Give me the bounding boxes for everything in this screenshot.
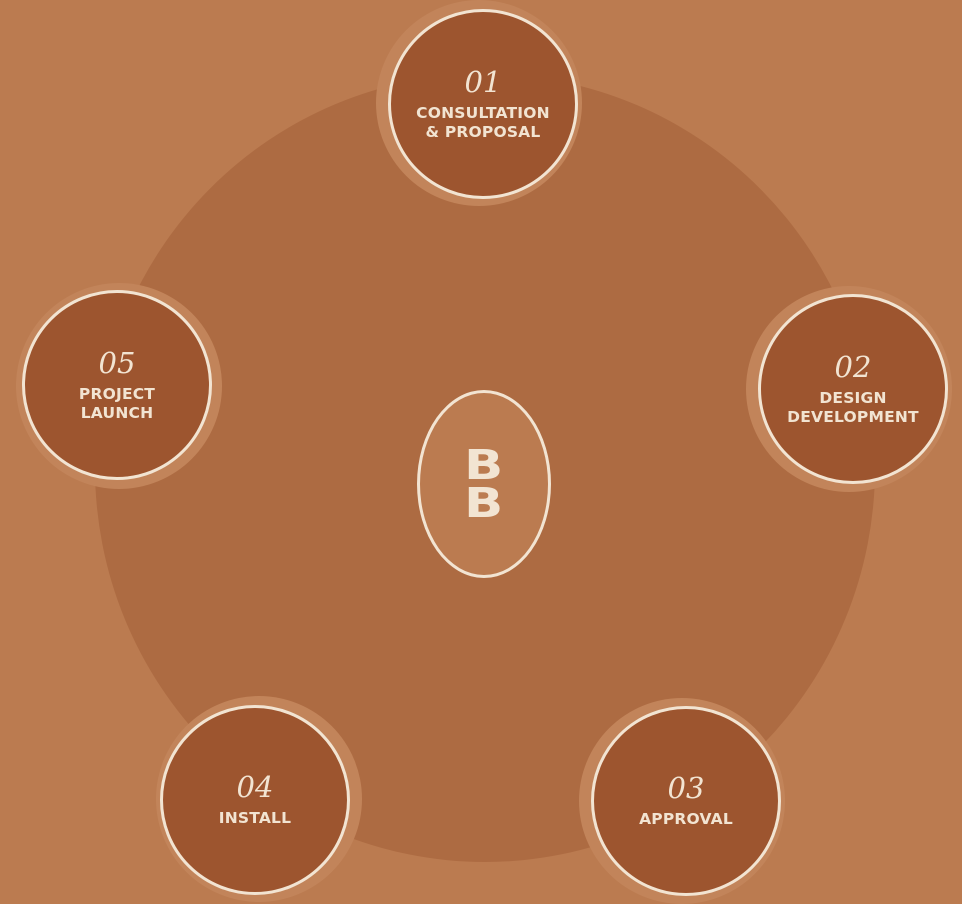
step-1-number: 01 bbox=[464, 64, 502, 99]
step-4-number: 04 bbox=[236, 770, 274, 804]
step-5-label: PROJECT LAUNCH bbox=[78, 384, 156, 422]
step-2-label: DESIGN DEVELOPMENT bbox=[787, 388, 919, 426]
step-3-label: APPROVAL bbox=[639, 810, 733, 828]
logo-letter-bottom: B bbox=[464, 479, 504, 527]
step-1-label: CONSULTATION & PROPOSAL bbox=[416, 103, 550, 141]
step-2-number: 02 bbox=[834, 349, 872, 384]
step-3-number: 03 bbox=[667, 771, 705, 805]
step-5-number: 05 bbox=[98, 345, 136, 380]
step-3-approval[interactable]: 03 APPROVAL bbox=[591, 706, 781, 896]
step-1-consultation-proposal[interactable]: 01 CONSULTATION & PROPOSAL bbox=[388, 9, 578, 199]
logo-letter-top: B bbox=[464, 441, 504, 489]
step-4-label: INSTALL bbox=[218, 809, 292, 827]
step-5-project-launch[interactable]: 05 PROJECT LAUNCH bbox=[22, 290, 212, 480]
step-4-install[interactable]: 04 INSTALL bbox=[160, 705, 350, 895]
brand-logo: B B bbox=[417, 390, 551, 578]
step-2-design-development[interactable]: 02 DESIGN DEVELOPMENT bbox=[758, 294, 948, 484]
